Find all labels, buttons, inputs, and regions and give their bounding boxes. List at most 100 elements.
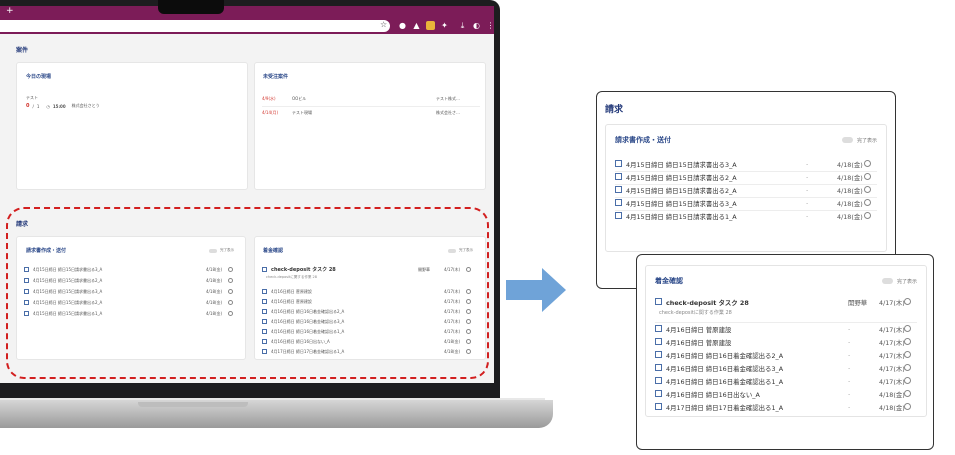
zoom-invoice-row[interactable]: 4月15日締日 締日15日請求書出る2_A-4/18(金) [606,184,886,197]
payment-card [254,236,486,360]
new-tab-button[interactable]: + [6,6,14,16]
zoom-payment-row[interactable]: 4月16日締日 菅原建設-4/17(木) [646,323,926,336]
complete-circle-icon[interactable] [864,160,871,167]
checkbox[interactable] [655,377,662,384]
show-completed-toggle[interactable] [209,249,217,253]
checkbox[interactable] [24,311,29,316]
extension-icon[interactable] [426,21,435,30]
checkbox[interactable] [24,289,29,294]
complete-circle-icon[interactable] [904,377,911,384]
checkbox[interactable] [655,390,662,397]
zoom-payment-row[interactable]: 4月17日締日 締日17日着金確認出る1_A-4/18(金) [646,401,926,414]
row-date: 4/17(木) [879,339,905,347]
checkbox[interactable] [24,300,29,305]
unordered-row[interactable]: 4/14(月) テスト現場 株式会社さ… [262,108,480,120]
checkbox[interactable] [24,278,29,283]
complete-circle-icon[interactable] [466,339,471,344]
complete-circle-icon[interactable] [904,403,911,410]
checkbox[interactable] [655,364,662,371]
checkbox[interactable] [615,212,622,219]
checkbox[interactable] [615,186,622,193]
complete-circle-icon[interactable] [904,298,911,305]
zoom-invoice-row[interactable]: 4月15日締日 締日15日請求書出る2_A-4/18(金) [606,171,886,184]
complete-circle-icon[interactable] [904,325,911,332]
extension-icon[interactable]: ● [399,21,406,30]
complete-circle-icon[interactable] [466,329,471,334]
complete-circle-icon[interactable] [466,289,471,294]
zoom-payment-row[interactable]: 4月16日締日 締日16日出ない_A-4/18(金) [646,388,926,401]
complete-circle-icon[interactable] [864,173,871,180]
address-bar[interactable] [0,20,390,32]
complete-circle-icon[interactable] [228,311,233,316]
zoom-invoice-row[interactable]: 4月15日締日 締日15日請求書出る1_A-4/18(金) [606,210,886,223]
complete-circle-icon[interactable] [466,299,471,304]
checkbox[interactable] [655,298,662,305]
profile-icon[interactable]: ◐ [473,21,480,30]
checkbox[interactable] [262,339,267,344]
checkbox[interactable] [615,173,622,180]
complete-circle-icon[interactable] [466,349,471,354]
complete-circle-icon[interactable] [864,199,871,206]
zoom-payment-row[interactable]: 4月16日締日 締日16日着金確認出る3_A-4/17(木) [646,362,926,375]
checkbox[interactable] [262,289,267,294]
checkbox[interactable] [655,325,662,332]
show-completed-toggle[interactable] [882,278,893,284]
complete-circle-icon[interactable] [466,267,471,272]
complete-circle-icon[interactable] [904,390,911,397]
complete-circle-icon[interactable] [904,351,911,358]
row-text: 4月15日締日 締日15日請求書出る1_A [33,311,103,316]
zoom-payment-row[interactable]: 4月16日締日 菅原建設-4/17(木) [646,336,926,349]
bookmark-star-icon[interactable]: ☆ [380,20,388,29]
checkbox[interactable] [262,299,267,304]
zoom-payment-row[interactable]: 4月16日締日 締日16日着金確認出る1_A-4/17(木) [646,375,926,388]
complete-circle-icon[interactable] [904,338,911,345]
complete-circle-icon[interactable] [228,289,233,294]
zoom-invoice-row[interactable]: 4月15日締日 締日15日請求書出る3_A-4/18(金) [606,158,886,171]
checkbox[interactable] [655,351,662,358]
checkbox[interactable] [655,403,662,410]
show-completed-toggle[interactable] [448,249,456,253]
zoom-deposit-task-row[interactable]: check-deposit タスク 28 check-depositに関する作業… [646,296,926,320]
show-completed-toggle[interactable] [842,137,853,143]
complete-circle-icon[interactable] [228,278,233,283]
complete-circle-icon[interactable] [864,186,871,193]
checkbox[interactable] [655,338,662,345]
menu-kebab-icon[interactable]: ⋮ [486,21,495,30]
checkbox[interactable] [262,319,267,324]
checkbox[interactable] [24,267,29,272]
puzzle-icon[interactable]: ✦ [441,21,448,30]
complete-circle-icon[interactable] [228,267,233,272]
zoom-invoice-row[interactable]: 4月15日締日 締日15日請求書出る3_A-4/18(金) [606,197,886,210]
checkbox[interactable] [262,309,267,314]
checkbox[interactable] [615,199,622,206]
download-icon[interactable]: ⤓ [460,21,465,30]
divider [262,106,480,107]
unordered-row[interactable]: 4/9(水) OOビル テスト株式… [262,94,480,106]
extension-icon[interactable]: ▲ [413,21,420,30]
today-site-name[interactable]: テスト [26,95,38,100]
checkbox[interactable] [615,160,622,167]
checkbox[interactable] [262,349,267,354]
deposit-task-row[interactable]: check-deposit タスク 28 check-depositに関する作業… [262,265,480,285]
complete-circle-icon[interactable] [228,300,233,305]
complete-circle-icon[interactable] [864,212,871,219]
checkbox[interactable] [262,267,267,272]
complete-circle-icon[interactable] [466,309,471,314]
zoom-payment-row[interactable]: 4月16日締日 締日16日着金確認出る2_A-4/17(木) [646,349,926,362]
complete-circle-icon[interactable] [466,319,471,324]
complete-circle-icon[interactable] [904,364,911,371]
checkbox[interactable] [262,329,267,334]
